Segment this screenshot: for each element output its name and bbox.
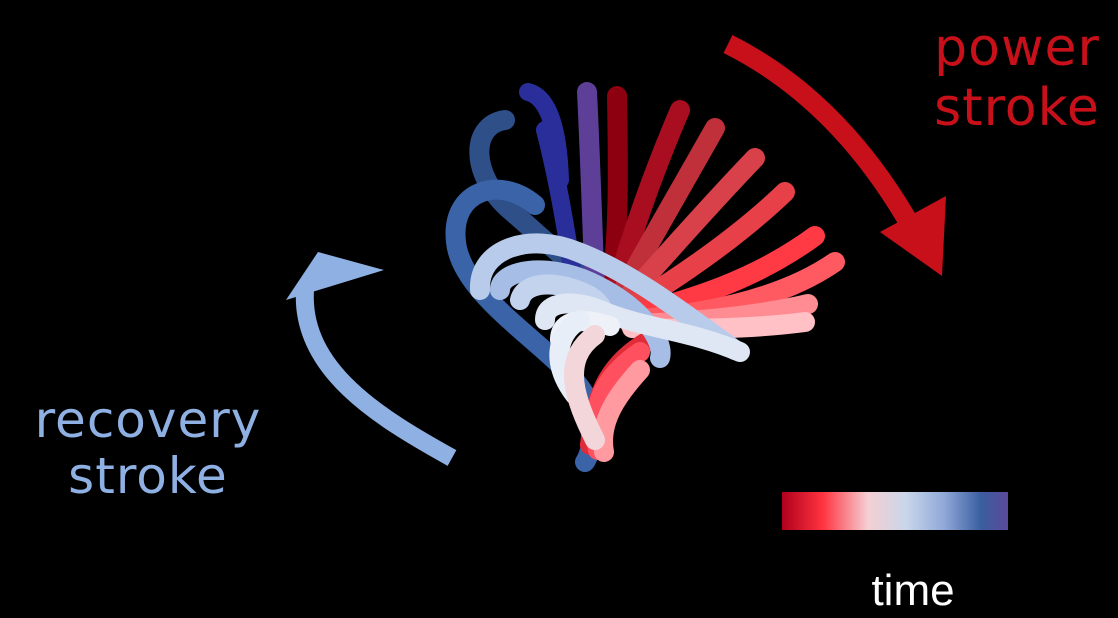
recovery-stroke-label: recovery stroke (8, 392, 288, 504)
power-label-line2: stroke (922, 78, 1112, 138)
power-label-line1: power (922, 18, 1112, 78)
cilium-traces (456, 92, 835, 462)
recovery-label-line2: stroke (8, 448, 288, 504)
time-colorbar (782, 492, 1008, 530)
recovery-stroke-arrow (286, 252, 452, 458)
recovery-label-line1: recovery (8, 392, 288, 448)
power-stroke-label: power stroke (922, 18, 1112, 138)
time-label: time (848, 566, 978, 616)
